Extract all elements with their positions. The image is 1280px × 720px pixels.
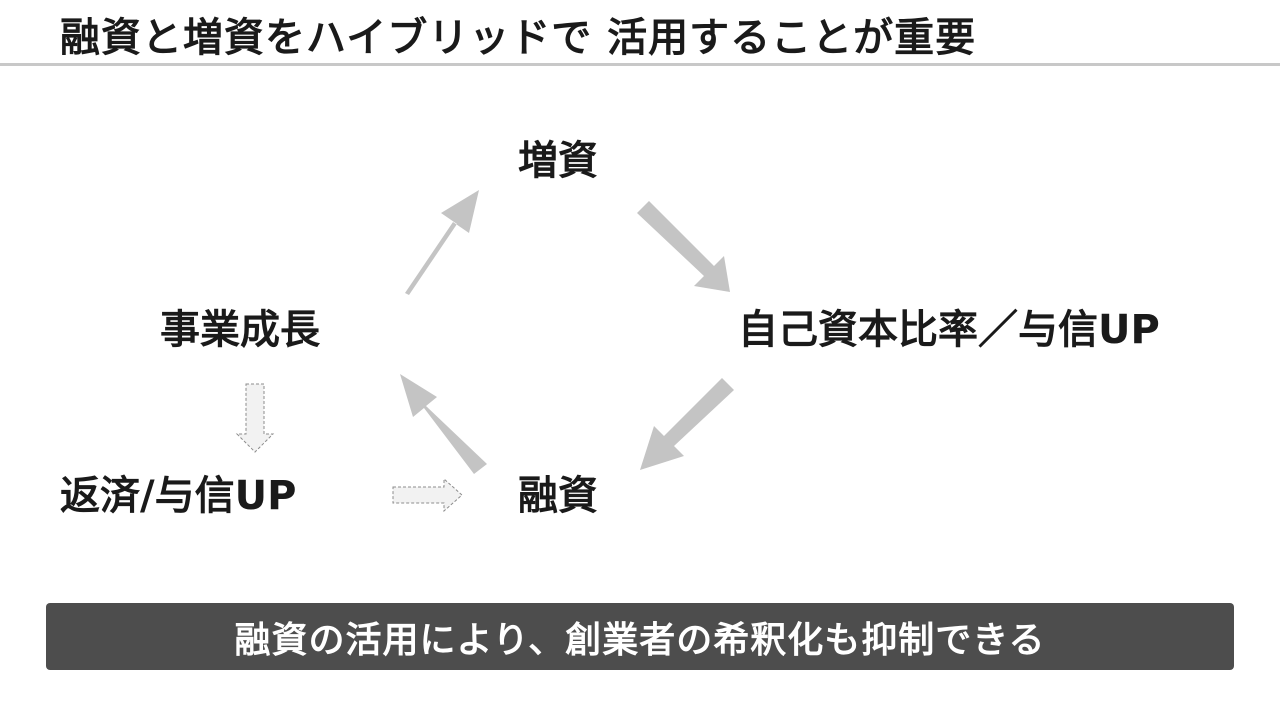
summary-banner-text: 融資の活用により、創業者の希釈化も抑制できる — [234, 619, 1046, 661]
title-divider — [0, 63, 1280, 66]
node-equity-financing: 増資 — [518, 138, 598, 184]
node-repayment-credit-up: 返済/与信UP — [60, 473, 297, 519]
node-business-growth: 事業成長 — [160, 307, 320, 353]
node-debt-financing: 融資 — [518, 473, 598, 519]
arrow-ratio-to-debt — [640, 378, 734, 470]
arrow-growth-to-equity — [405, 190, 479, 295]
arrow-equity-to-ratio — [637, 201, 730, 292]
dashed-arrow-right — [392, 477, 463, 513]
slide-title: 融資と増資をハイブリッドで 活用することが重要 — [60, 15, 977, 61]
arrow-debt-to-growth — [400, 374, 487, 474]
dashed-arrow-down — [235, 383, 275, 453]
node-equity-ratio-credit-up: 自己資本比率／与信UP — [738, 307, 1160, 353]
summary-banner: 融資の活用により、創業者の希釈化も抑制できる — [46, 603, 1234, 670]
